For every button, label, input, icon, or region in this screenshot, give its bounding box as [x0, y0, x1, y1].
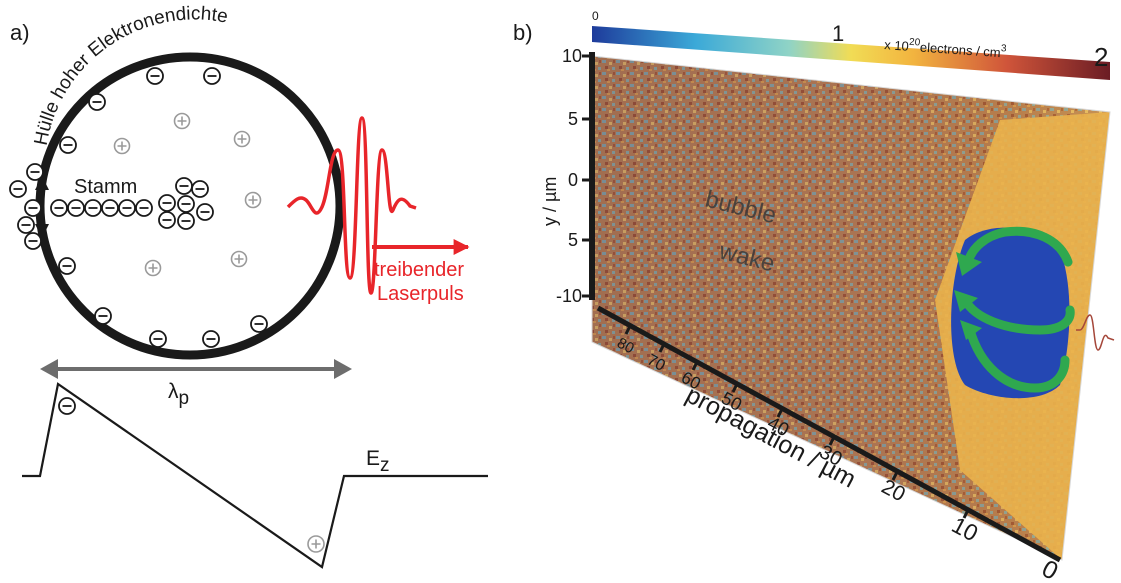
electron [94, 307, 112, 325]
panel-b: b) 0 1 2 x 1020electrons / cm3 10 5 0 5 … [513, 9, 1115, 583]
field-curve [22, 382, 488, 569]
field-ion [307, 535, 325, 553]
electron [84, 199, 102, 217]
stem-arrow-down [35, 176, 49, 190]
electron [50, 199, 68, 217]
ion [173, 112, 191, 130]
ion [233, 130, 251, 148]
x-axis-line [596, 305, 1062, 563]
bubble-arrowheads [954, 252, 982, 340]
ion [244, 191, 262, 209]
electron [58, 257, 76, 275]
colorbar-mid-label: 1 [832, 21, 844, 46]
electron [26, 163, 44, 181]
plasma-wavelength-arrow [40, 359, 352, 379]
unit-power: 3 [1001, 43, 1008, 54]
density-map [592, 56, 1110, 560]
laser-pulse [286, 116, 417, 295]
electron [158, 194, 176, 212]
ion [230, 250, 248, 268]
electron [24, 232, 42, 250]
stem-arrow-up [35, 224, 49, 238]
ion-group [113, 112, 262, 277]
ion [113, 137, 131, 155]
electron [59, 136, 77, 154]
electron [9, 180, 27, 198]
electron [196, 203, 214, 221]
colorbar-min-label: 0 [592, 9, 599, 23]
unit-exponent: 20 [909, 37, 921, 49]
y-ticks: 10 5 0 5 -10 [556, 46, 592, 306]
electron [17, 216, 35, 234]
y-tick-label: 0 [568, 170, 578, 190]
bubble-circulation-arrows [960, 226, 1075, 393]
y-tick-label: 5 [568, 230, 578, 250]
electron [203, 67, 221, 85]
electron [250, 315, 268, 333]
y-tick-label: -10 [556, 286, 582, 306]
x-ticks [624, 325, 970, 519]
colorbar-max-label: 2 [1094, 42, 1108, 72]
panel-b-label: b) [513, 20, 533, 45]
shell-electrons [58, 67, 268, 348]
unit-prefix: x 10 [884, 37, 910, 54]
plate-laser-trace [1076, 314, 1115, 351]
x-tick-label: 70 [644, 352, 668, 375]
electron [177, 212, 195, 230]
panel-a: a) Hülle hoher Elektronendichte [9, 3, 488, 569]
electron [202, 330, 220, 348]
electron [118, 199, 136, 217]
field-subscript: z [380, 455, 390, 476]
electron [146, 67, 164, 85]
y-tick-label: 10 [562, 46, 582, 66]
field-label: Ez [366, 447, 390, 476]
electron [24, 199, 42, 217]
colorbar-unit: x 1020electrons / cm3 [884, 35, 1008, 61]
plasma-wavelength-label: λp [168, 380, 189, 409]
stem-label: Stamm [74, 176, 137, 198]
lambda-symbol: λ [168, 380, 179, 403]
x-tick-label: 80 [614, 335, 637, 358]
electron [67, 199, 85, 217]
y-tick-label: 5 [568, 109, 578, 129]
laser-label-line1: treibender [374, 259, 464, 281]
electron [177, 195, 195, 213]
field-electron [58, 397, 76, 415]
stem-electrons [9, 163, 214, 250]
electron [158, 211, 176, 229]
x-tick-label: 0 [1037, 555, 1062, 583]
electron [101, 199, 119, 217]
electron [191, 180, 209, 198]
laser-label-line2: Laserpuls [377, 283, 464, 305]
panel-a-label: a) [10, 20, 30, 45]
colorbar [592, 26, 1110, 80]
lambda-subscript: p [179, 388, 190, 409]
ion [144, 259, 162, 277]
electron [175, 177, 193, 195]
unit-suffix: electrons / cm [919, 40, 1001, 61]
y-axis-label: y / µm [540, 177, 560, 226]
electron [135, 199, 153, 217]
electron [149, 330, 167, 348]
electron [88, 93, 106, 111]
field-symbol: E [366, 447, 380, 470]
